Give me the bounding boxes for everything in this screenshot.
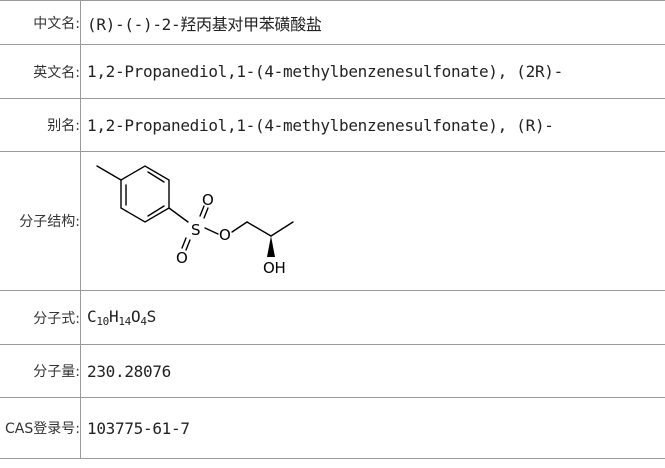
formula-count-c: 10	[96, 315, 109, 328]
atom-sulfur: S	[191, 221, 200, 239]
formula-count-h: 14	[118, 315, 131, 328]
atom-oxygen-ester: O	[219, 226, 231, 244]
value-alias: 1,2-Propanediol,1-(4-methylbenzenesulfon…	[80, 98, 665, 152]
label-alias: 别名:	[0, 98, 81, 152]
formula-element-h: H	[109, 307, 119, 326]
formula-count-o: 4	[140, 315, 147, 328]
atom-hydroxyl: OH	[263, 259, 286, 277]
row-formula: 分子式: C10H14O4S	[0, 290, 665, 345]
molecule-structure-image: S O O O OH	[96, 165, 294, 277]
label-english-name: 英文名:	[0, 44, 81, 99]
value-structure: S O O O OH	[80, 151, 665, 291]
formula-element-o: O	[131, 307, 141, 326]
label-molecular-weight: 分子量:	[0, 344, 81, 398]
formula-element-c: C	[87, 307, 97, 326]
value-chinese-name: (R)-(-)-2-羟丙基对甲苯磺酸盐	[80, 0, 665, 45]
label-formula: 分子式:	[0, 290, 81, 345]
label-chinese-name: 中文名:	[0, 0, 81, 45]
atom-oxygen-top: O	[202, 191, 214, 209]
formula-element-s: S	[146, 307, 157, 326]
row-english-name: 英文名: 1,2-Propanediol,1-(4-methylbenzenes…	[0, 44, 665, 99]
label-structure: 分子结构:	[0, 151, 81, 291]
label-cas-number: CAS登录号:	[0, 397, 81, 459]
row-alias: 别名: 1,2-Propanediol,1-(4-methylbenzenesu…	[0, 98, 665, 152]
row-molecular-weight: 分子量: 230.28076	[0, 344, 665, 398]
value-molecular-weight: 230.28076	[80, 344, 665, 398]
value-formula: C10H14O4S	[80, 290, 665, 345]
atom-oxygen-bottom: O	[176, 249, 188, 267]
row-chinese-name: 中文名: (R)-(-)-2-羟丙基对甲苯磺酸盐	[0, 0, 665, 45]
row-cas-number: CAS登录号: 103775-61-7	[0, 397, 665, 459]
value-english-name: 1,2-Propanediol,1-(4-methylbenzenesulfon…	[80, 44, 665, 99]
row-structure: 分子结构:	[0, 151, 665, 291]
value-cas-number: 103775-61-7	[80, 397, 665, 459]
